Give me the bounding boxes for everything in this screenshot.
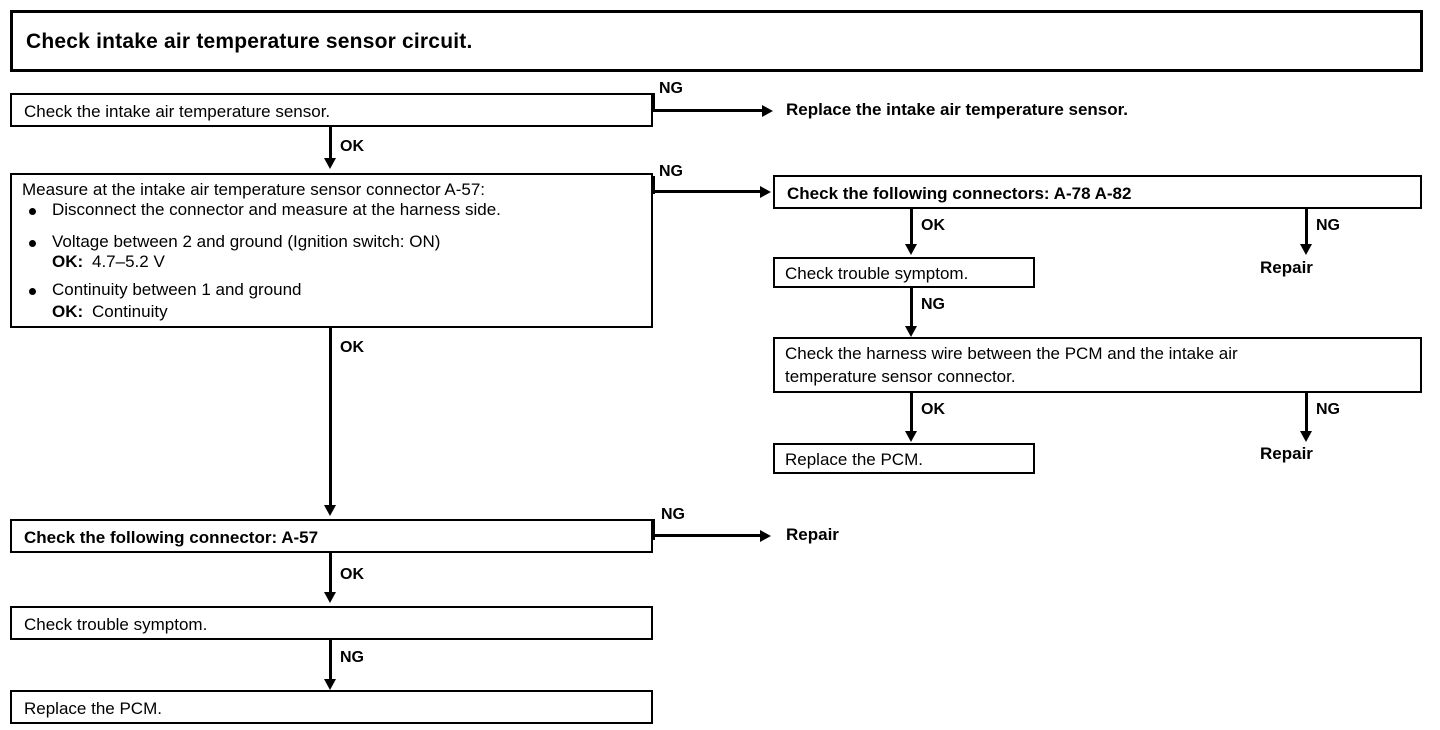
left-step1-ng-result: Replace the intake air temperature senso…: [786, 100, 1129, 119]
left-step2-ng-label: NG: [659, 163, 683, 180]
left-step2-bullet-3: [29, 288, 36, 295]
left-step3-label-bold: Check the following connector: A-57: [24, 528, 319, 547]
left-step2-bullet-1: [29, 208, 36, 215]
left-step3-box: [10, 519, 653, 553]
left-step5-box: [10, 690, 653, 724]
left-step5-label: Replace the PCM.: [24, 699, 162, 718]
right-step3-ok-label: OK: [921, 401, 945, 418]
left-step2-heading: Measure at the intake air temperature se…: [22, 180, 486, 199]
left-step3-ng-vline: [652, 519, 655, 540]
left-step3-ng-arrowhead: [760, 530, 771, 542]
left-step4-ng-vline: [329, 640, 332, 680]
left-step1-ok-arrowhead: [324, 158, 336, 169]
right-step3-line1: Check the harness wire between the PCM a…: [785, 344, 1238, 363]
left-step3-ok-arrowhead: [324, 592, 336, 603]
right-step4-box: [773, 443, 1035, 474]
right-step1-ng-arrowhead: [1300, 244, 1312, 255]
left-step1-ok-vline: [329, 127, 332, 161]
right-step1-label: Check the following connectors: A-78 A-8…: [787, 184, 1132, 203]
left-step2-box: [10, 173, 653, 328]
right-step2-ng-label: NG: [921, 296, 945, 313]
right-step1-ok-vline: [910, 209, 913, 247]
right-step4-label: Replace the PCM.: [785, 450, 923, 469]
left-step2-ng-arrowhead: [760, 186, 771, 198]
right-step3-ok-vline: [910, 393, 913, 433]
left-step1-ng-vline: [652, 93, 655, 112]
right-step1-ok-arrowhead: [905, 244, 917, 255]
left-step4-ng-label: NG: [340, 649, 364, 666]
left-step4-ng-arrowhead: [324, 679, 336, 690]
right-step2-box: [773, 257, 1035, 288]
left-step2-bullet-2-sub-value: 4.7–5.2 V: [92, 252, 165, 271]
right-step3-ng-vline: [1305, 393, 1308, 433]
left-step2-bullet-2-text: Voltage between 2 and ground (Ignition s…: [52, 232, 441, 251]
title-box: [10, 10, 1423, 72]
right-step3-ng-label: NG: [1316, 401, 1340, 418]
left-step2-ng-hline: [652, 190, 762, 193]
right-step1-ng-label: NG: [1316, 217, 1340, 234]
left-step1-ng-label: NG: [659, 80, 683, 97]
left-step2-bullet-3-sub-value: Continuity: [92, 302, 168, 321]
left-step4-label: Check trouble symptom.: [24, 615, 208, 634]
left-step2-ok-label: OK: [340, 339, 364, 356]
left-step2-ok-vline: [329, 328, 332, 508]
left-step3-ng-label: NG: [661, 506, 685, 523]
right-step3-ok-arrowhead: [905, 431, 917, 442]
left-step2-bullet-2-sub-label: OK:: [52, 252, 84, 271]
right-step2-label: Check trouble symptom.: [785, 264, 969, 283]
left-step2-bullet-3-text: Continuity between 1 and ground: [52, 280, 302, 299]
left-step3-ng-result: Repair: [786, 525, 839, 544]
left-step1-ok-label: OK: [340, 138, 364, 155]
right-step3-line2: temperature sensor connector.: [785, 367, 1016, 386]
right-step2-ng-vline: [910, 288, 913, 328]
right-step2-ng-arrowhead: [905, 326, 917, 337]
left-step1-label: Check the intake air temperature sensor.: [24, 102, 331, 121]
left-step3-ng-hline: [652, 534, 762, 537]
left-step1-ng-arrowhead: [762, 105, 773, 117]
left-step3-ok-vline: [329, 553, 332, 593]
left-step2-bullet-2: [29, 240, 36, 247]
right-step3-ng-arrowhead: [1300, 431, 1312, 442]
right-step3-box: [773, 337, 1422, 393]
left-step2-bullet-1-text: Disconnect the connector and measure at …: [52, 200, 501, 219]
right-step1-box: [773, 175, 1422, 209]
left-step2-ng-vline: [652, 176, 655, 194]
left-step3-ok-label: OK: [340, 566, 364, 583]
page-title: Check intake air temperature sensor circ…: [26, 30, 473, 53]
left-step1-ng-hline: [652, 109, 764, 112]
left-step1-box: [10, 93, 653, 127]
left-step2-ok-arrowhead: [324, 505, 336, 516]
right-step1-ok-label: OK: [921, 217, 945, 234]
right-step3-ng-result: Repair: [1260, 444, 1313, 463]
left-step4-box: [10, 606, 653, 640]
right-step1-ng-result: Repair: [1260, 258, 1313, 277]
right-step1-ng-vline: [1305, 209, 1308, 247]
left-step2-bullet-3-sub-label: OK:: [52, 302, 84, 321]
